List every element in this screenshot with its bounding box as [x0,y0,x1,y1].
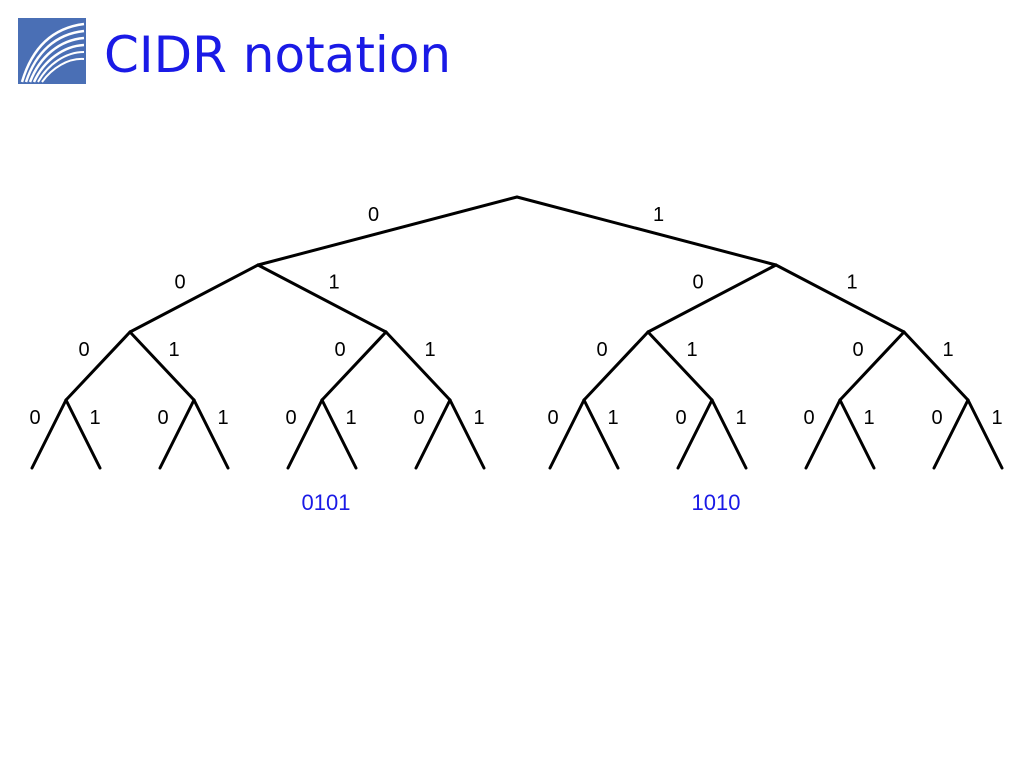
edge-label-00: 0 [174,272,185,294]
edge-label-1101: 1 [863,407,874,429]
tree-edge-1 [515,195,778,267]
tree-edge-011 [384,330,452,402]
edge-label-100: 0 [596,339,607,361]
tree-edge-100 [582,330,650,402]
edge-label-0101: 1 [345,407,356,429]
edge-label-0100: 0 [285,407,296,429]
edge-label-1010: 0 [675,407,686,429]
edge-label-010: 0 [334,339,345,361]
edge-label-1110: 0 [931,407,942,429]
edge-label-0001: 1 [89,407,100,429]
slide-title: CIDR notation [104,26,452,84]
edge-label-1111: 1 [991,407,1002,429]
edge-label-011: 1 [424,339,435,361]
edge-label-111: 1 [942,339,953,361]
tree-edge-1000 [548,398,586,470]
tree-edge-1011 [710,398,748,470]
logo-icon [18,18,86,84]
tree-edge-1100 [804,398,842,470]
edge-label-0000: 0 [29,407,40,429]
tree-edge-1111 [966,398,1004,470]
tree-edge-labels: 0 0 0 0 1 1 0 1 1 0 0 1 1 0 1 1 0 0 0 1 1 0 1 1 0 0 1 1 0 1 [29,204,1002,429]
edge-label-0111: 1 [473,407,484,429]
tree-edge-0111 [448,398,486,470]
tree-edge-0011 [192,398,230,470]
edge-label-001: 1 [168,339,179,361]
edge-label-11: 1 [846,272,857,294]
tree-edge-0101 [320,398,358,470]
tree-edge-000 [64,330,132,402]
edge-label-0011: 1 [217,407,228,429]
tree-edge-0000 [30,398,68,470]
tree-edge-0010 [158,398,196,470]
tree-edge-110 [838,330,906,402]
tree-edge-0100 [286,398,324,470]
tree-edge-010 [320,330,388,402]
tree-edge-0001 [64,398,102,470]
tree-edge-111 [902,330,970,402]
tree-edge-001 [128,330,196,402]
edge-label-1000: 0 [547,407,558,429]
edge-label-0010: 0 [157,407,168,429]
tree-edge-0110 [414,398,452,470]
tree-edge-1010 [676,398,714,470]
tree-edge-0 [256,195,519,267]
prefix-label-0101: 0101 [302,490,351,515]
edge-label-110: 0 [852,339,863,361]
edge-label-1100: 0 [803,407,814,429]
tree-edge-101 [646,330,714,402]
edge-label-000: 0 [78,339,89,361]
edge-label-101: 1 [686,339,697,361]
tree-edges [30,195,1004,470]
tree-edge-00 [128,263,260,334]
edge-label-1001: 1 [607,407,618,429]
tree-edge-1101 [838,398,876,470]
edge-label-0110: 0 [413,407,424,429]
prefix-labels: 0101 1010 [302,490,741,515]
tree-edge-11 [774,263,906,334]
edge-label-01: 1 [328,272,339,294]
tree-edge-1110 [932,398,970,470]
edge-label-1011: 1 [735,407,746,429]
edge-label-10: 0 [692,272,703,294]
tree-edge-01 [256,263,388,334]
edge-label-1: 1 [653,204,664,226]
tree-edge-10 [646,263,778,334]
prefix-label-1010: 1010 [692,490,741,515]
tree-edge-1001 [582,398,620,470]
edge-label-0: 0 [368,204,379,226]
